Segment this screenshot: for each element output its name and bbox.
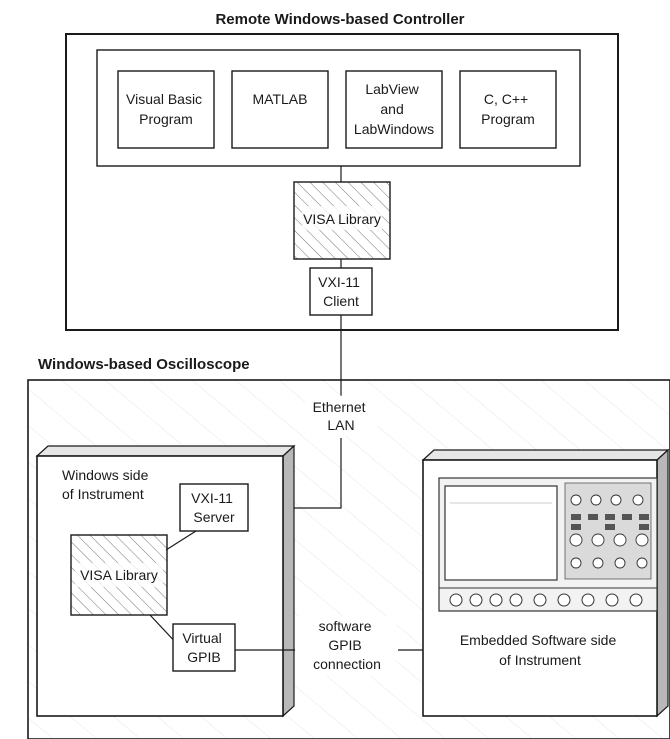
server-to-visa-line [165, 530, 197, 551]
program-labview: LabView and LabWindows [345, 70, 443, 149]
virtual-gpib-line: GPIB [187, 649, 220, 665]
oscilloscope-icon [438, 477, 658, 612]
vxi-server-line: VXI-11 [191, 490, 233, 506]
program-visual-basic: Visual Basic Program [117, 70, 215, 149]
program-labview-label: LabView and LabWindows [354, 81, 434, 137]
program-visual-basic-label: Visual Basic Program [126, 91, 206, 127]
svg-text:Virtual GPIB: Virtual GPIB [182, 630, 225, 665]
vxi-client-line: Client [323, 293, 359, 309]
program-visual-basic-line: Program [139, 111, 193, 127]
oscilloscope-title: Windows-based Oscilloscope [38, 356, 250, 373]
vxi-server-line: Server [193, 509, 235, 525]
svg-text:Ethernet LAN: Ethernet LAN [313, 399, 370, 433]
embedded-side-label-line: of Instrument [499, 652, 581, 668]
vxi-client-label: VXI-11 Client [318, 274, 364, 309]
controller-visa-library-label: VISA Library [303, 211, 381, 227]
program-matlab-label: MATLAB [253, 91, 308, 107]
vxi-client: VXI-11 Client [309, 267, 373, 316]
svg-text:VXI-11 Server: VXI-11 Server [191, 490, 237, 525]
program-c-cpp-line: C, C++ [484, 91, 528, 107]
ethernet-label: Ethernet LAN [305, 396, 377, 436]
program-labview-line: and [380, 101, 403, 117]
gpib-connection-label: software GPIB connection [296, 616, 396, 676]
program-c-cpp-label: C, C++ Program [481, 91, 535, 127]
program-labview-line: LabView [365, 81, 419, 97]
gpib-connection-line: software [319, 618, 372, 634]
controller-visa-library: VISA Library [293, 181, 391, 260]
vxi-server: VXI-11 Server [179, 483, 249, 532]
instrument-visa-library: VISA Library [70, 534, 168, 616]
embedded-side-label-line: Embedded Software side [460, 632, 617, 648]
program-c-cpp-line: Program [481, 111, 535, 127]
controller-title: Remote Windows-based Controller [215, 11, 464, 28]
gpib-connection-line: GPIB [328, 637, 361, 653]
program-matlab: MATLAB [231, 70, 329, 149]
svg-text:software GPIB conn: software GPIB connection [313, 618, 381, 672]
instrument-visa-library-label: VISA Library [80, 567, 158, 583]
gpib-connection-line: connection [313, 656, 381, 672]
ethernet-label-line: LAN [327, 417, 354, 433]
program-visual-basic-line: Visual Basic [126, 91, 202, 107]
windows-side-label-line: of Instrument [62, 486, 144, 502]
vxi-client-line: VXI-11 [318, 274, 360, 290]
windows-side-label-line: Windows side [62, 467, 149, 483]
virtual-gpib: Virtual GPIB [172, 623, 236, 672]
embedded-side-label: Embedded Software side of Instrument [460, 632, 620, 668]
program-matlab-line: MATLAB [253, 91, 308, 107]
ethernet-label-line: Ethernet [313, 399, 366, 415]
program-labview-line: LabWindows [354, 121, 434, 137]
virtual-gpib-line: Virtual [182, 630, 221, 646]
program-c-cpp: C, C++ Program [459, 70, 557, 149]
windows-side-label: Windows side of Instrument [62, 467, 152, 502]
